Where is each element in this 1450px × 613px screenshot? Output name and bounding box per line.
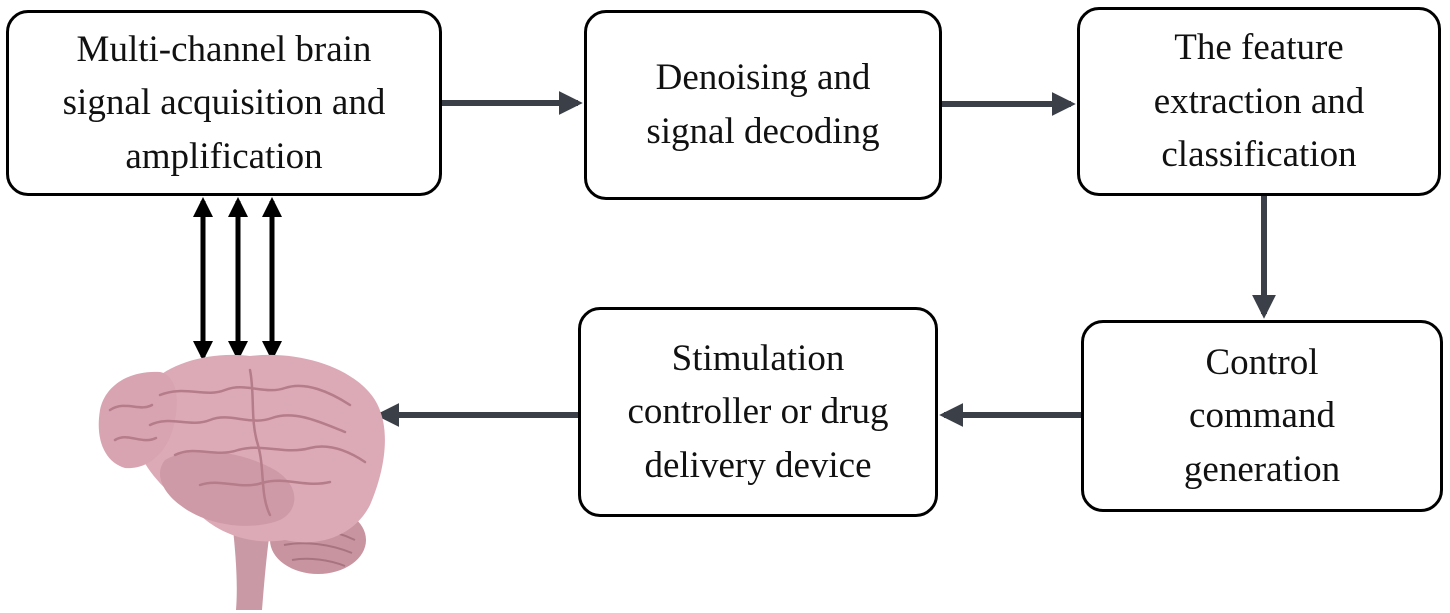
stimulation-node: Stimulation controller or drug delivery …	[578, 307, 938, 517]
brain-icon	[98, 354, 385, 610]
control-command-node-label: Control command generation	[1183, 341, 1341, 490]
feature-extraction-node-label: The feature extraction and classificatio…	[1153, 27, 1365, 176]
control-command-node: Control command generation	[1081, 320, 1443, 512]
feature-extraction-node: The feature extraction and classificatio…	[1077, 7, 1441, 196]
stimulation-node-label: Stimulation controller or drug delivery …	[627, 337, 889, 486]
denoising-node-label: Denoising and signal decoding	[646, 57, 880, 152]
denoising-node: Denoising and signal decoding	[584, 10, 942, 200]
acquisition-node: Multi-channel brain signal acquisition a…	[6, 10, 442, 196]
acquisition-node-label: Multi-channel brain signal acquisition a…	[62, 28, 386, 177]
